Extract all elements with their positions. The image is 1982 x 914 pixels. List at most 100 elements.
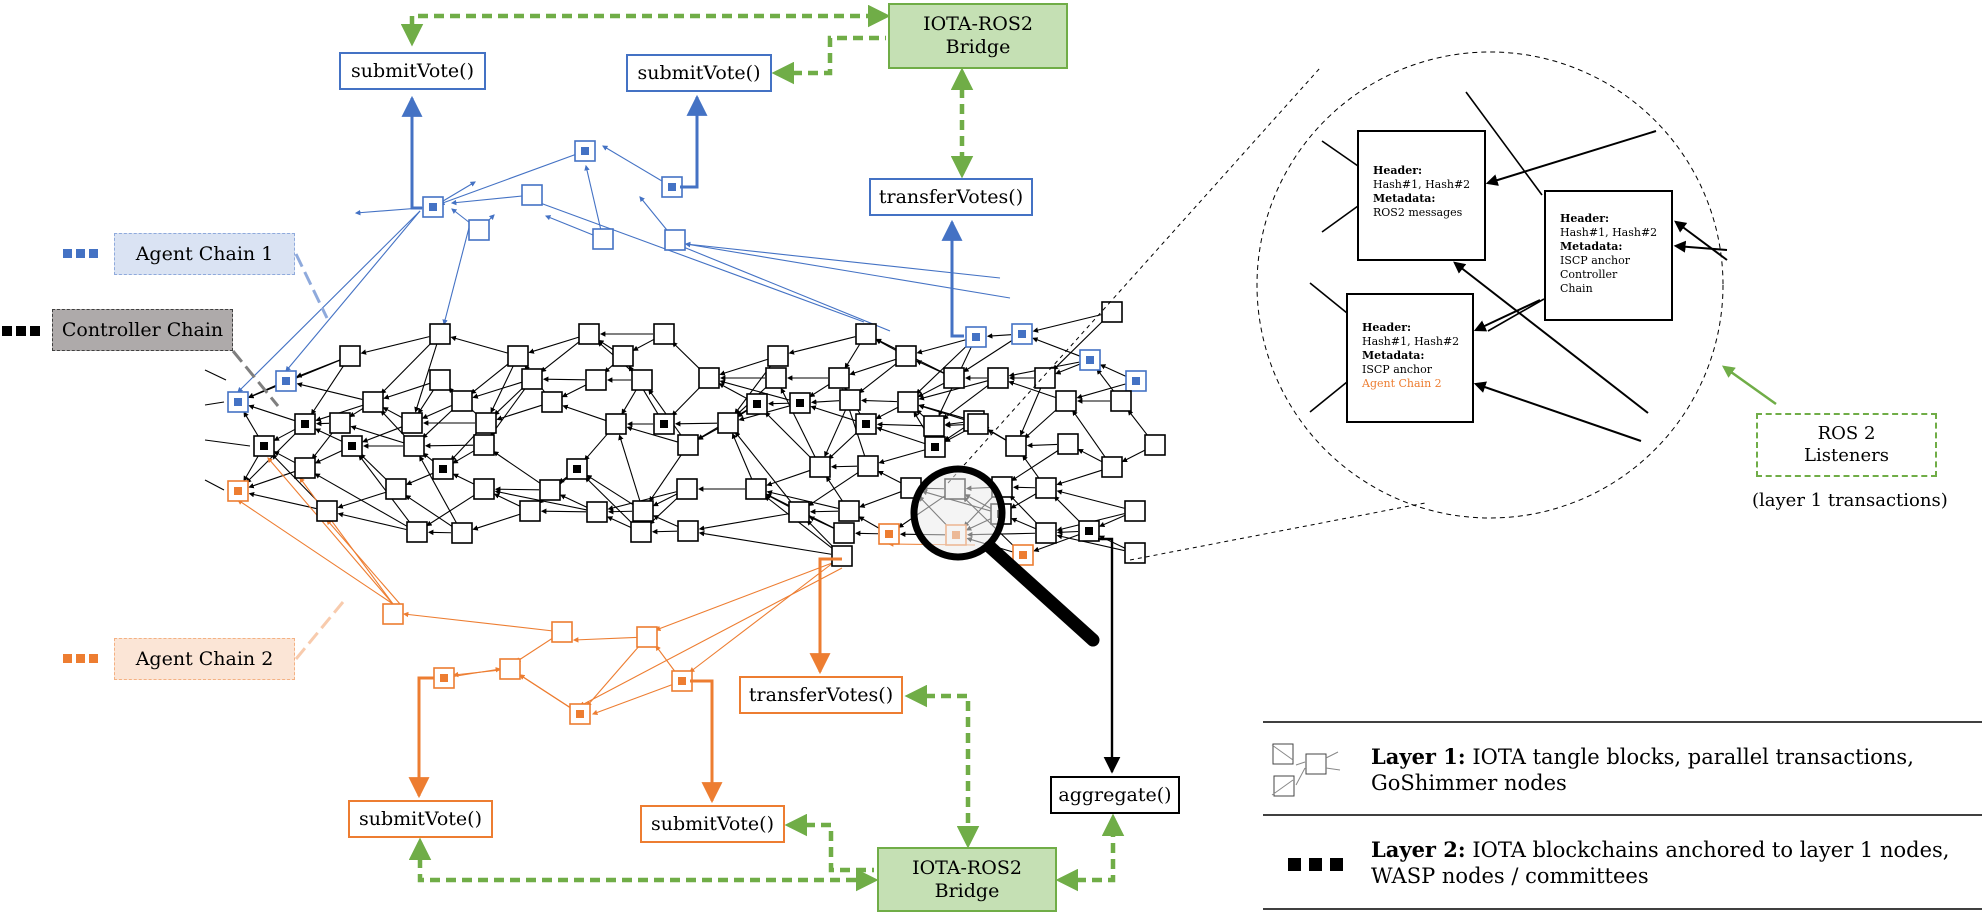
agent-chain-2-edge <box>586 636 648 707</box>
tangle-edge <box>810 405 856 422</box>
tangle-block <box>698 367 720 389</box>
tangle-block <box>831 545 853 567</box>
tangle-edge <box>273 428 296 441</box>
tangle-block <box>664 229 686 251</box>
tangle-edge <box>540 340 581 373</box>
tangle-edge <box>1011 449 1060 482</box>
agent-chain-1-edge <box>584 164 604 240</box>
tangle-block <box>1124 500 1146 522</box>
tangle-edge <box>273 451 296 464</box>
legend-layer1-text1: IOTA tangle blocks, parallel transaction… <box>1472 745 1914 769</box>
tangle-block <box>897 391 919 413</box>
tangle-block <box>676 478 698 500</box>
tangle-edge <box>916 339 966 355</box>
chain-anchor-marker <box>260 442 268 450</box>
magnified-block-controller: Header: Hash#1, Hash#2 Metadata: ISCP an… <box>1544 190 1673 321</box>
tangle-block <box>636 626 658 648</box>
chain-dots-icon <box>89 249 98 258</box>
tangle-edge <box>382 407 403 419</box>
tangle-edge <box>1096 368 1115 393</box>
block-b-metadata-line2: Controller <box>1560 268 1618 281</box>
tangle-block <box>329 412 351 434</box>
agent-chain-1-link <box>684 241 1001 279</box>
legend-layer1-title: Layer 1: <box>1371 744 1466 769</box>
tangle-edge <box>383 382 430 400</box>
magnified-arrow-5 <box>1674 220 1728 261</box>
tangle-edge <box>248 404 295 422</box>
tangle-edge <box>860 397 898 404</box>
agent-chain-2-link <box>237 499 394 605</box>
chain-dots-icon <box>63 249 72 258</box>
tangle-edge <box>737 409 749 418</box>
tangle-edge <box>1053 495 1082 524</box>
tangle-edge <box>1098 514 1126 527</box>
magnified-arrow-4 <box>1473 381 1642 442</box>
tangle-edge <box>1024 407 1059 439</box>
tangle-block <box>316 500 338 522</box>
tangle-edge <box>731 433 753 480</box>
block-c-metadata-line2: Agent Chain 2 <box>1362 377 1442 390</box>
tangle-block <box>828 367 850 389</box>
ros2-line1: ROS 2 <box>1817 423 1876 444</box>
tangle-edge <box>358 454 411 524</box>
tangle-block <box>923 415 945 437</box>
tangle-edge <box>472 513 520 531</box>
aggregate-box: aggregate() <box>1050 776 1180 814</box>
tangle-block <box>362 391 384 413</box>
chain-anchor-marker <box>348 442 356 450</box>
chain-anchor-marker <box>753 400 761 408</box>
tangle-edge <box>876 421 924 428</box>
transfer-votes-arrow-bottom <box>809 557 842 675</box>
tangle-edge <box>350 425 404 444</box>
agent-chain-1-link <box>674 243 891 332</box>
submit-vote-arrow-1 <box>401 95 423 210</box>
tangle-edge <box>942 384 990 420</box>
agent-chain-2-leader <box>294 601 345 660</box>
tangle-edge <box>243 411 259 437</box>
tangle-edge <box>586 474 635 506</box>
submit-vote-top-left: submitVote() <box>339 52 486 90</box>
block-b-header-value: Hash#1, Hash#2 <box>1560 226 1658 239</box>
submit-vote-arrow-4 <box>690 679 723 804</box>
tangle-block <box>294 457 316 479</box>
chain-anchor-marker <box>931 443 939 451</box>
tangle-edge-in <box>204 439 251 447</box>
tangle-edge <box>1009 494 1039 526</box>
tangle-edge <box>830 463 858 470</box>
tangle-edge <box>719 379 790 401</box>
tangle-edge <box>243 455 259 482</box>
chain-anchor-marker <box>439 465 447 473</box>
chain-anchor-marker <box>234 487 242 495</box>
tangle-block <box>1144 434 1166 456</box>
tangle-edge-in <box>204 479 225 491</box>
block-c-metadata-line1: ISCP anchor <box>1362 363 1432 376</box>
block-c-header-label: Header: <box>1362 321 1412 334</box>
tangle-edge <box>876 426 925 445</box>
tangle-edge <box>648 388 683 437</box>
bridge-bottom-line2: Bridge <box>934 879 1000 902</box>
tangle-edge <box>915 344 969 395</box>
tangle-block <box>551 621 573 643</box>
tangle-edge <box>944 421 964 427</box>
controller-chain-leader <box>231 350 280 407</box>
tangle-edge <box>649 453 683 502</box>
bridge-link-bottom-left <box>408 837 879 892</box>
agent-chain-2-link <box>654 559 841 632</box>
tangle-edge <box>362 426 402 443</box>
chain-anchor-marker <box>660 420 668 428</box>
tangle-block <box>677 520 699 542</box>
tangle-block <box>630 521 652 543</box>
chain-dots-icon <box>76 654 85 663</box>
magnified-view-circle <box>1256 51 1724 519</box>
chain-anchor-marker <box>234 398 242 406</box>
tangle-icon-line <box>1271 744 1294 761</box>
tangle-block <box>632 500 654 522</box>
tangle-edge <box>621 389 637 415</box>
agent-chain-1-link <box>237 210 421 393</box>
agent-chain-2-link <box>689 555 843 673</box>
tangle-edge <box>490 365 514 414</box>
tangle-edge <box>827 431 859 460</box>
tangle-icon-line <box>1325 767 1341 771</box>
tangle-block <box>1110 390 1132 412</box>
tangle-edge <box>559 494 588 508</box>
